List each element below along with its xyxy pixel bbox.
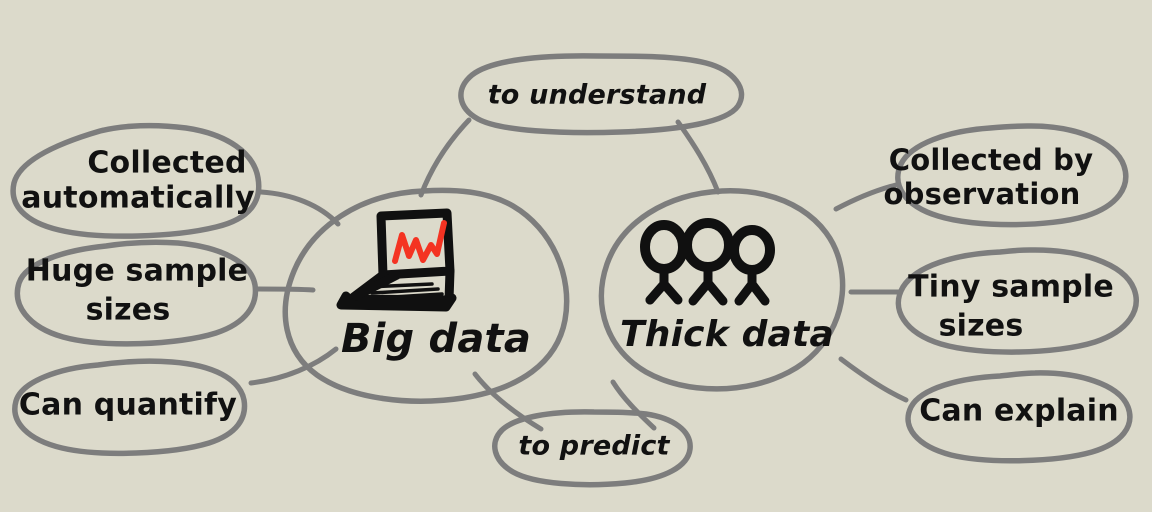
tiny-sample-sizes-line2: sizes [939, 309, 1024, 344]
bubble-to-understand[interactable]: to understand [458, 53, 745, 136]
laptop-chart-icon [336, 208, 457, 312]
huge-sample-sizes-line1: Huge sample [26, 254, 248, 289]
connector-big-to-predict [472, 371, 544, 432]
big-data-label: Big data [341, 316, 531, 362]
thick-data-bubble-outline [598, 188, 846, 392]
connector-big-to-collected-automatically [258, 189, 341, 227]
bubble-collected-by-observation[interactable]: Collected by observation [884, 123, 1129, 228]
tiny-sample-sizes-line1: Tiny sample [908, 270, 1114, 305]
connector-big-to-can-quantify [248, 346, 339, 386]
connector-thick-to-understand [675, 119, 721, 195]
to-predict-label: to predict [518, 431, 670, 462]
connector-thick-to-can-explain [838, 356, 909, 403]
bubble-collected-automatically[interactable]: Collected automatically [10, 122, 262, 239]
collected-automatically-line1: Collected [87, 146, 246, 181]
bubble-huge-sample-sizes[interactable]: Huge sample sizes [14, 239, 259, 347]
collected-automatically-outline [10, 122, 262, 239]
bubble-tiny-sample-sizes[interactable]: Tiny sample sizes [895, 247, 1139, 355]
connector-big-to-understand [418, 117, 472, 198]
three-people-icon [640, 218, 775, 306]
bubble-can-quantify[interactable]: Can quantify [12, 358, 248, 457]
connector-group [248, 117, 909, 432]
to-understand-bubble-outline [458, 53, 745, 136]
to-predict-bubble-outline [492, 409, 693, 488]
can-explain-outline [905, 370, 1133, 464]
can-quantify-line1: Can quantify [19, 388, 237, 423]
tiny-sample-sizes-outline [895, 247, 1139, 355]
person-icon-3 [729, 225, 775, 306]
can-explain-line1: Can explain [919, 394, 1119, 429]
collected-automatically-line2: automatically [21, 181, 255, 216]
connector-thick-to-collected-observation [833, 182, 899, 212]
connector-thick-to-predict [610, 379, 657, 431]
node-thick-data[interactable]: Thick data [598, 188, 846, 392]
big-data-bubble-outline [282, 187, 570, 404]
collected-by-observation-line1: Collected by [889, 143, 1093, 177]
person-icon-1 [640, 220, 688, 305]
node-big-data[interactable]: Big data [282, 187, 570, 404]
huge-sample-sizes-line2: sizes [86, 293, 171, 328]
collected-by-observation-line2: observation [884, 177, 1081, 211]
can-quantify-outline [12, 358, 248, 457]
collected-by-observation-outline [895, 123, 1129, 228]
thick-data-label: Thick data [620, 314, 834, 355]
bubble-to-predict[interactable]: to predict [492, 409, 693, 488]
huge-sample-sizes-outline [14, 239, 259, 347]
to-understand-label: to understand [488, 80, 707, 111]
bubble-can-explain[interactable]: Can explain [905, 370, 1133, 464]
person-icon-2 [682, 218, 734, 306]
